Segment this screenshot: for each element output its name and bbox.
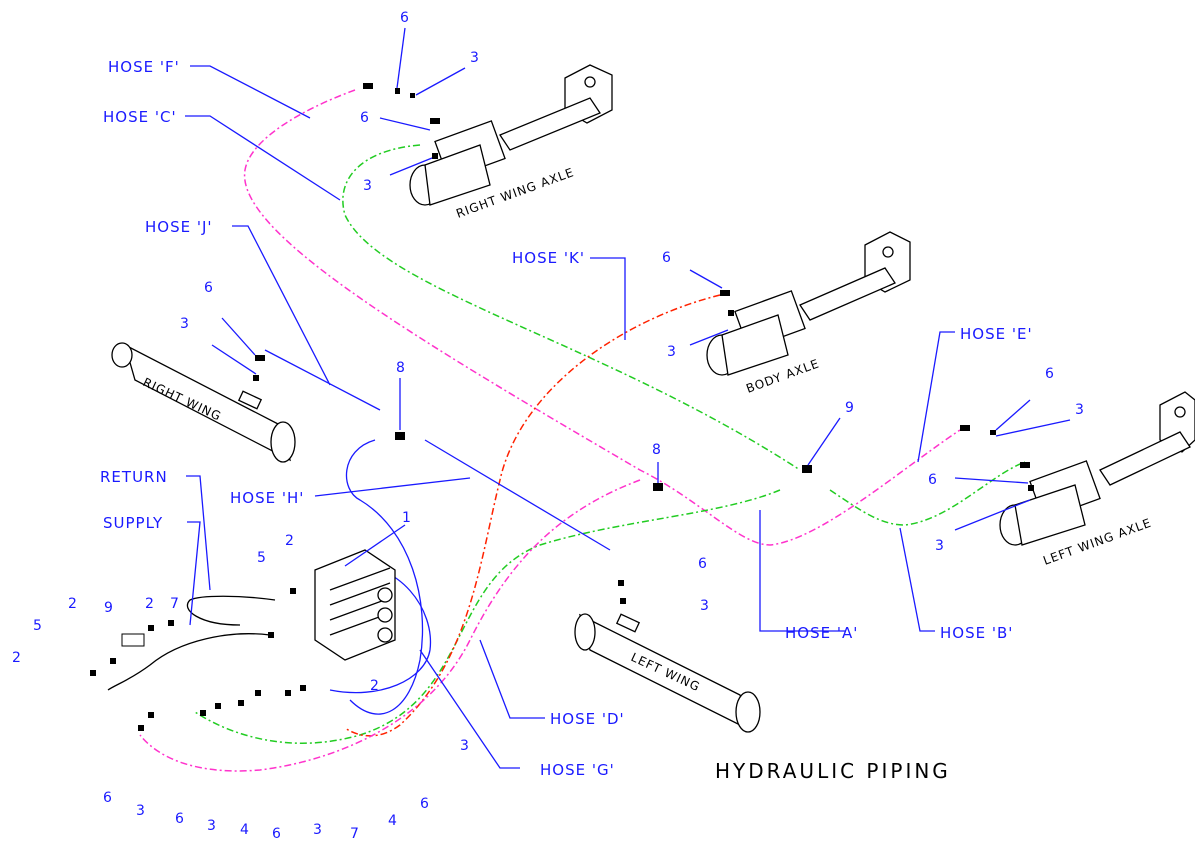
part-number: 3 [363, 178, 372, 194]
hose-j-label: HOSE 'J' [145, 218, 213, 236]
hose-k-label: HOSE 'K' [512, 249, 585, 267]
hose-h-line [424, 439, 611, 551]
hose-k-line [344, 294, 721, 737]
return-label: RETURN [100, 468, 168, 486]
left-wing-cylinder [574, 613, 761, 733]
part-number: 7 [170, 596, 179, 612]
part-number: 9 [845, 400, 854, 416]
leader-rwa-3b [389, 157, 433, 176]
part-number: 3 [180, 316, 189, 332]
part-number: 6 [400, 10, 409, 26]
part-number: 3 [313, 822, 322, 838]
diagram-title: HYDRAULIC PIPING [715, 759, 951, 783]
leader-rwa-3a [415, 67, 466, 96]
hose-pink-lower-line [139, 479, 641, 772]
fittings [90, 83, 1034, 731]
leader-rwa-6a [396, 27, 406, 89]
leader-rw-3 [211, 344, 257, 375]
hose-b-line [829, 461, 1026, 526]
part-number: 3 [935, 538, 944, 554]
return-line [187, 595, 276, 626]
left-wing-axle-cylinder [999, 391, 1195, 546]
part-number: 3 [700, 598, 709, 614]
part-number: 9 [104, 600, 113, 616]
leader-lwa-6a [995, 399, 1031, 431]
part-number: 3 [470, 50, 479, 66]
hose-b-label: HOSE 'B' [940, 624, 1013, 642]
part-number: 3 [207, 818, 216, 834]
part-number: 6 [204, 280, 213, 296]
part-number: 2 [145, 596, 154, 612]
hose-j-line [264, 349, 381, 411]
hose-a-label: HOSE 'A' [785, 624, 858, 642]
part-number: 6 [928, 472, 937, 488]
part-number: 6 [272, 826, 281, 842]
leader-lwa-3b [954, 499, 1031, 531]
leader-hose-b [899, 527, 935, 632]
part-number: 8 [652, 442, 661, 458]
hose-c-line [342, 144, 801, 471]
part-number: 2 [285, 533, 294, 549]
leader-ba-6 [689, 269, 723, 289]
hose-d-label: HOSE 'D' [550, 710, 625, 728]
part-number: 6 [1045, 366, 1054, 382]
part-number: 4 [388, 813, 397, 829]
leader-hose-d [479, 639, 545, 719]
part-number: 6 [662, 250, 671, 266]
part-number: 8 [396, 360, 405, 376]
part-number: 5 [33, 618, 42, 634]
leader-hose-a [759, 510, 845, 632]
part-number: 6 [360, 110, 369, 126]
leader-hose-c [185, 115, 341, 201]
hose-c-label: HOSE 'C' [103, 108, 177, 126]
leader-hose-e [917, 331, 955, 463]
leader-hose-k [590, 257, 626, 340]
hose-h-label: HOSE 'H' [230, 489, 304, 507]
leader-rwa-6b [379, 117, 431, 131]
leader-tee-9 [807, 417, 841, 466]
part-number: 1 [402, 510, 411, 526]
leader-ba-3 [689, 329, 729, 346]
leader-supply [187, 521, 201, 626]
leader-hose-f [190, 65, 311, 119]
control-valve [314, 549, 396, 661]
leader-lwa-6b [954, 477, 1029, 484]
supply-line [107, 633, 271, 691]
hose-g-label: HOSE 'G' [540, 761, 615, 779]
leader-valve-1 [344, 524, 406, 567]
hose-f-line [243, 89, 961, 546]
leader-rw-6 [221, 317, 256, 356]
part-number: 6 [103, 790, 112, 806]
leader-hose-j [232, 225, 331, 386]
part-number: 3 [1075, 402, 1084, 418]
leader-hose-h [314, 477, 471, 497]
part-number: 7 [350, 826, 359, 842]
part-number: 6 [420, 796, 429, 812]
part-number: 3 [136, 803, 145, 819]
part-number: 2 [370, 678, 379, 694]
part-number: 4 [240, 822, 249, 838]
hose-g-line [345, 439, 424, 715]
part-number: 6 [698, 556, 707, 572]
leader-lwa-3a [995, 419, 1071, 437]
part-number: 6 [175, 811, 184, 827]
part-number: 2 [68, 596, 77, 612]
right-wing-cylinder [111, 342, 296, 463]
body-axle-cylinder [706, 231, 911, 376]
part-number: 3 [460, 738, 469, 754]
leader-hose-g [419, 649, 520, 769]
hose-a-line [194, 489, 781, 744]
part-number: 2 [12, 650, 21, 666]
leader-return [186, 475, 211, 591]
right-wing-axle-cylinder [409, 64, 613, 206]
supply-label: SUPPLY [103, 514, 163, 532]
part-number: 3 [667, 344, 676, 360]
part-number: 5 [257, 550, 266, 566]
hose-e-label: HOSE 'E' [960, 325, 1033, 343]
hose-f-label: HOSE 'F' [108, 58, 180, 76]
